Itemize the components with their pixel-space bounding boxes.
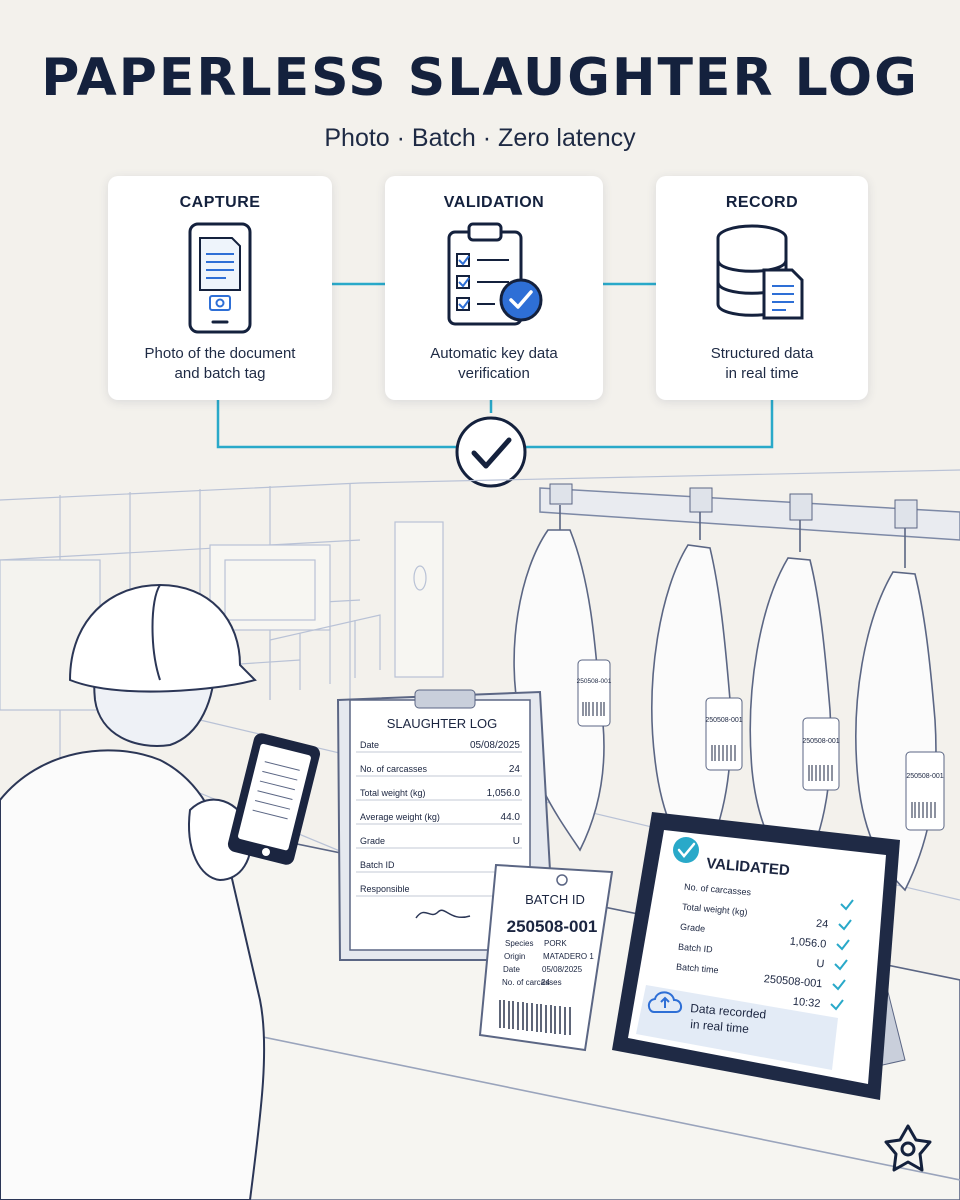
tablet-row-check-icon [830,999,844,1011]
batch-tag-id: 250508-001 [507,917,598,936]
tablet-row-value: 24 [816,918,829,931]
hanging-carcasses [513,505,937,892]
step-title: CAPTURE [179,194,261,211]
log-row-value: 05/08/2025 [470,740,520,751]
tablet-row-check-icon [840,899,854,911]
page-subtitle: Photo · Batch · Zero latency [324,124,636,152]
carcass-tag-id: 250508-001 [802,738,839,745]
database-document-icon [716,224,804,320]
carcass-tag-id: 250508-001 [577,678,612,685]
tablet-row-value: 1,056.0 [789,935,827,950]
log-row-label: Date [360,740,379,750]
batch-tag: BATCH ID 250508-001 [478,863,614,1052]
clipboard-check-icon [447,222,543,326]
log-row-label: Average weight (kg) [360,812,440,822]
flow-connectors [216,282,774,449]
tablet-row-value: 10:32 [792,996,820,1010]
batch-row-label: Species [505,939,533,948]
tablet-footer-line: in real time [690,1017,750,1036]
worker-phone [227,733,321,865]
tablet-row-value: 250508-001 [763,973,823,990]
log-row-value: 44.0 [501,812,521,823]
carcass-tag-id: 250508-001 [705,717,742,724]
worker-figure [0,583,266,1200]
validation-tablet: VALIDATED [612,812,906,1100]
log-title: SLAUGHTER LOG [387,716,498,731]
page-title: PAPERLESS SLAUGHTER LOG [41,48,919,108]
batch-row-label: Origin [504,952,525,961]
tablet-row-label: Grade [680,922,706,934]
log-row-value: 1,056.0 [487,788,521,799]
batch-tag-heading: BATCH ID [525,892,585,907]
batch-row-value: 24 [541,978,550,987]
log-row-label: No. of carcasses [360,764,428,774]
carcass-tags: 250508-001 250508-001 250508-001 250508-… [577,659,945,831]
tablet-row-value: U [816,958,825,971]
tablet-footer-line: Data recorded [690,1001,767,1022]
phone-document-icon [188,222,252,334]
log-row-label: Responsible [360,884,410,894]
batch-row-value: 05/08/2025 [542,965,583,974]
log-row-label: Grade [360,836,385,846]
carcass-tag-id: 250508-001 [906,773,943,780]
log-row-value: U [513,836,520,847]
completion-check-icon [455,416,527,488]
tablet-row-label: Batch ID [678,942,714,955]
log-row-label: Batch ID [360,860,395,870]
batch-tag-rows: Species PORK Origin MATADERO 1 Date 05/08/202… [502,939,594,987]
cloud-upload-icon [647,991,682,1013]
tablet-row-check-icon [834,959,848,971]
tablet-row-label: Batch time [676,962,719,976]
log-row-label: Total weight (kg) [360,788,426,798]
tablet-row-check-icon [838,919,852,931]
batch-row-label: Date [503,965,520,974]
batch-row-value: PORK [544,939,567,948]
step-title: VALIDATION [443,194,545,211]
tablet-row-check-icon [832,979,846,991]
tablet-row-check-icon [836,939,850,951]
validated-check-icon [673,837,699,863]
log-row-value: 24 [509,764,521,775]
batch-row-label: No. of carcasses [502,978,562,987]
step-title: RECORD [725,194,799,211]
batch-row-value: MATADERO 1 [543,952,594,961]
carcass-rail [539,483,960,541]
brand-logo-icon [884,1124,932,1172]
